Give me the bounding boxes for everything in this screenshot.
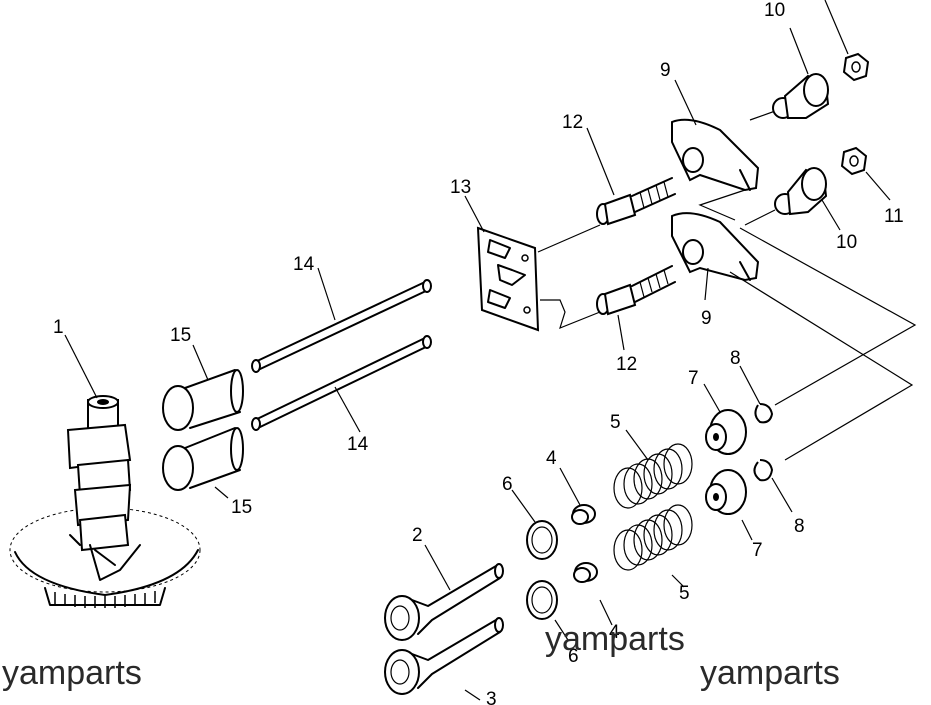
valve-lifter-upper [162, 369, 244, 431]
leader-lines [64, 0, 891, 701]
rocker-arm-upper [671, 118, 760, 192]
label-part-6-upper: 6 [502, 474, 513, 495]
valve-lifter-lower [162, 427, 244, 491]
watermark-center: yamparts [545, 620, 685, 658]
valve-stem-seal-upper [571, 504, 596, 525]
valve-spring-lower [613, 504, 693, 571]
label-part-11: 11 [884, 206, 904, 227]
label-part-7-upper: 7 [688, 368, 699, 389]
rocker-stud-upper [596, 177, 676, 226]
label-part-15-upper: 15 [170, 325, 191, 346]
watermark-left: yamparts [2, 654, 142, 692]
exhaust-valve [384, 617, 504, 695]
valve-stem-seal-lower [573, 562, 598, 583]
valve-spring-upper [613, 443, 693, 509]
label-part-1: 1 [53, 317, 64, 338]
label-part-14-lower: 14 [347, 434, 369, 455]
intake-valve [384, 563, 504, 641]
rocker-pivot-upper [772, 73, 830, 119]
label-part-5-lower: 5 [679, 583, 690, 604]
spring-seat-upper [526, 520, 558, 560]
lock-nut-lower [840, 146, 868, 176]
label-part-5-upper: 5 [610, 412, 621, 433]
watermark-right: yamparts [700, 654, 840, 692]
lock-nut-upper [842, 52, 870, 82]
label-part-12-upper: 12 [562, 112, 583, 133]
label-part-6-lower: 6 [568, 646, 579, 667]
spring-retainer-upper [705, 409, 747, 455]
label-part-4-upper: 4 [546, 448, 557, 469]
label-part-9-lower: 9 [701, 308, 712, 329]
push-rod-lower [251, 335, 432, 431]
label-part-8-lower: 8 [794, 516, 805, 537]
valve-collet-lower [753, 459, 774, 482]
push-rod-guide-plate [476, 226, 540, 332]
spring-retainer-lower [705, 469, 747, 515]
label-part-3: 3 [486, 689, 497, 705]
label-part-9-upper: 9 [660, 60, 671, 81]
label-part-14-upper: 14 [293, 254, 315, 275]
label-part-4-lower: 4 [609, 622, 620, 643]
label-part-12-lower: 12 [616, 354, 637, 375]
label-part-8-upper: 8 [730, 348, 741, 369]
label-part-10-upper: 10 [764, 0, 785, 21]
valve-collet-upper [754, 403, 774, 424]
camshaft-assembly [9, 395, 201, 608]
label-part-15-lower: 15 [231, 497, 252, 518]
rocker-pivot-lower [774, 167, 828, 216]
label-part-7-lower: 7 [752, 540, 763, 561]
push-rod-upper [251, 279, 432, 373]
label-part-10-lower: 10 [836, 232, 857, 253]
spring-seat-lower [526, 580, 558, 620]
rocker-arm-lower [671, 212, 760, 282]
label-part-2: 2 [412, 525, 423, 546]
rocker-stud-lower [596, 265, 676, 316]
label-part-13: 13 [450, 177, 471, 198]
